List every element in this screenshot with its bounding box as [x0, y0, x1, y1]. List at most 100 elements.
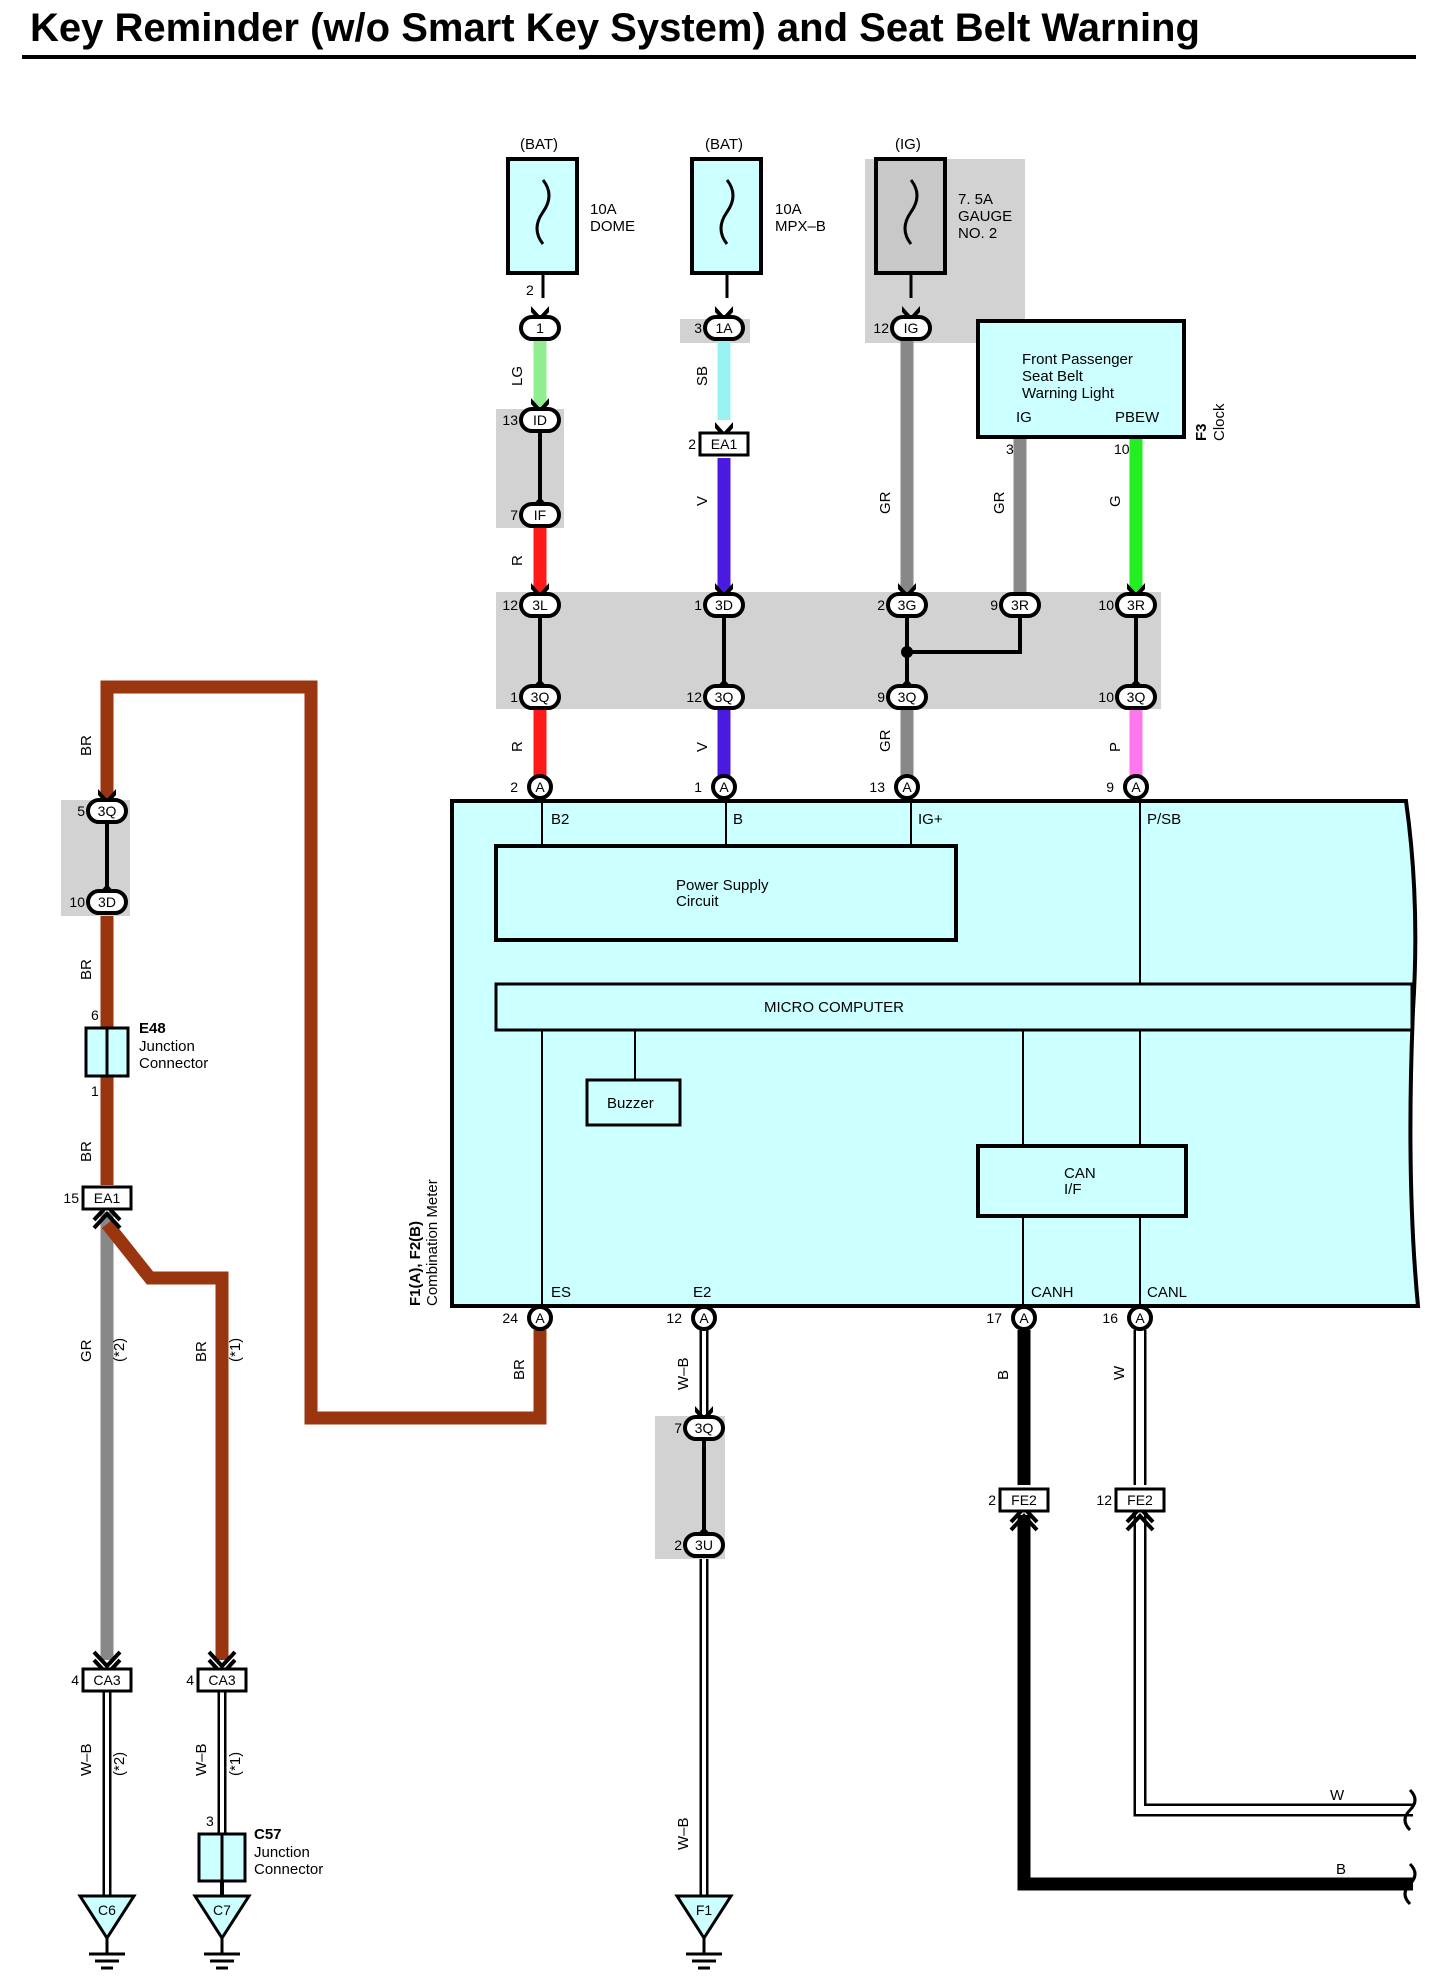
wire-label-br1: BR: [78, 735, 95, 756]
ground-F1: F1: [674, 1894, 734, 1970]
connector-pin: 16: [1102, 1310, 1118, 1326]
wire-label-w-out: W: [1330, 1787, 1345, 1804]
wire-label-br3: BR: [78, 1141, 95, 1162]
wire-b-out: [1017, 1515, 1413, 1891]
connector-pin: 2: [510, 779, 518, 795]
fuse-mpx-name: MPX–B: [775, 218, 826, 235]
connector-pin: 15: [63, 1190, 79, 1206]
meter-pin-e2: E2: [693, 1284, 711, 1301]
connector-pin: 4: [186, 1672, 194, 1688]
passenger-light-pin-pbew: PBEW: [1115, 409, 1160, 426]
connector-id: 1: [536, 320, 544, 336]
page-title: Key Reminder (w/o Smart Key System) and …: [30, 6, 1200, 50]
passenger-light-pin-ig: IG: [1016, 409, 1032, 426]
connector-ma1: A1: [694, 774, 737, 800]
wire-label-br_left: BR: [193, 1341, 210, 1362]
wire-break-w: [1403, 1788, 1417, 1832]
connector-id: A: [719, 779, 729, 795]
connector-pin: 7: [674, 1420, 682, 1436]
fuse-gauge-source: (IG): [895, 136, 921, 153]
meter-name: Combination Meter: [424, 1179, 441, 1306]
connector-c3r9: 3R 9: [990, 592, 1041, 618]
e48-code: E48: [139, 1020, 166, 1037]
connector-id: 3R: [1127, 597, 1145, 613]
micro-computer: [494, 982, 1414, 1032]
passenger-light-num-ig: 3: [1006, 441, 1014, 457]
wire-label-g: G: [1107, 495, 1124, 507]
fuse-dome: [506, 157, 579, 298]
wire-label-br2: BR: [78, 959, 95, 980]
connector-pin: 9: [990, 597, 998, 613]
connector-cif: IF 7: [510, 497, 561, 528]
fuse-gauge-rating: 7. 5A: [958, 191, 993, 208]
e48-pin-bottom: 1: [91, 1083, 99, 1099]
wire-label-sb: SB: [694, 366, 711, 386]
connector-id: A: [535, 779, 545, 795]
wires: [100, 340, 1417, 1906]
connector-id: 3U: [695, 1537, 713, 1553]
connector-id: CA3: [208, 1672, 235, 1688]
connector-id: 3G: [898, 597, 917, 613]
connector-pin: 17: [986, 1310, 1002, 1326]
connector-c3q9: 3Q9: [877, 679, 928, 710]
e48-junction-connector: [84, 1026, 130, 1078]
connector-cca3b: CA3 4: [186, 1650, 248, 1693]
wire-label-wb_c7: W–B: [193, 1743, 210, 1776]
connector-ma16: A16: [1102, 1305, 1153, 1331]
e48-line1: Junction: [139, 1038, 195, 1055]
connector-id: 3D: [715, 597, 733, 613]
ground-C7: C7: [192, 1894, 252, 1970]
connector-id: 3R: [1011, 597, 1029, 613]
passenger-light-code: F3: [1193, 423, 1210, 441]
connector-pin: 10: [69, 894, 85, 910]
connector-ma17: A17: [986, 1305, 1037, 1331]
fuse-dome-rating: 10A: [590, 201, 617, 218]
connector-pin: 12: [666, 1310, 682, 1326]
wire-label-note2: (*2): [111, 1338, 128, 1362]
connector-id: EA1: [711, 436, 738, 452]
connector-id: ID: [533, 412, 547, 428]
connector-c3d_top: 3D 1: [694, 583, 745, 618]
connector-pin: 12: [502, 597, 518, 613]
c57-line2: Connector: [254, 1861, 323, 1878]
connector-id: A: [1131, 779, 1141, 795]
passenger-light-line1: Front Passenger: [1022, 351, 1133, 368]
passenger-light-line2: Seat Belt: [1022, 368, 1084, 385]
wire-break-b: [1403, 1862, 1417, 1906]
wire-w-canl: [1133, 1330, 1413, 1817]
connector-id: A: [535, 1310, 545, 1326]
connector-pin: 1: [694, 597, 702, 613]
connector-c3q1: 3Q1: [510, 679, 561, 710]
wire-note-lower-1: (*1): [227, 1752, 244, 1776]
connector-pin: 3: [694, 320, 702, 336]
connector-pin: 12: [686, 689, 702, 705]
wire-label-b_canh: B: [995, 1370, 1012, 1380]
splice-dot: [901, 646, 913, 658]
connector-pin: 7: [510, 507, 518, 523]
wire-label-v2: V: [694, 742, 711, 752]
e48-line2: Connector: [139, 1055, 208, 1072]
wire-label-wb_c6: W–B: [78, 1743, 95, 1776]
can-if: [976, 1144, 1188, 1218]
e48-pin-top: 6: [91, 1007, 99, 1023]
wire-br-left: [101, 1219, 229, 1660]
wire-label-gr1: GR: [877, 491, 894, 514]
meter-pin-canl: CANL: [1147, 1284, 1187, 1301]
connector-id: 3L: [532, 597, 548, 613]
connector-id: IF: [534, 507, 546, 523]
fuse-dome-source: (BAT): [520, 136, 558, 153]
connector-pin: 2: [674, 1537, 682, 1553]
ground-label: F1: [696, 1902, 713, 1918]
wire-label-w_canl: W: [1111, 1365, 1128, 1380]
connector-pin: 1: [694, 779, 702, 795]
c57-code: C57: [254, 1826, 282, 1843]
connector-id: EA1: [94, 1190, 121, 1206]
connector-pin: 24: [502, 1310, 518, 1326]
wire-label-note1: (*1): [227, 1338, 244, 1362]
wire-note-lower-0: (*2): [111, 1752, 128, 1776]
